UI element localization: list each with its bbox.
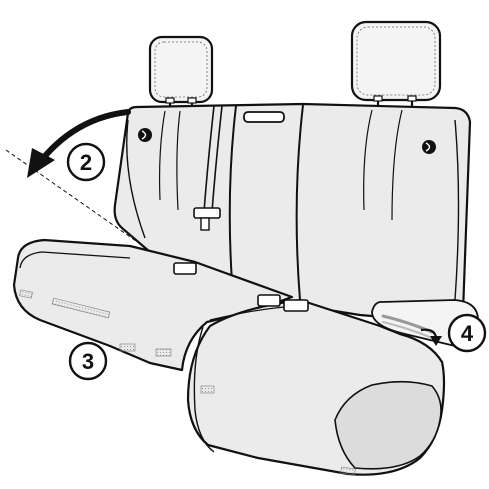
fold-guide-line xyxy=(5,149,147,249)
left-headrest xyxy=(148,35,214,112)
right-seat-cushion xyxy=(186,294,446,476)
left-release-button xyxy=(138,128,152,142)
right-release-button xyxy=(422,140,436,154)
step-2-label: 2 xyxy=(80,150,92,175)
lift-arrow xyxy=(420,328,442,346)
step-3-label: 3 xyxy=(82,349,94,374)
step-4-label: 4 xyxy=(461,321,474,346)
left-seat-cushion xyxy=(12,238,294,372)
step-3-marker: 3 xyxy=(68,341,108,381)
fold-down-arrow xyxy=(27,109,131,178)
step-2-marker: 2 xyxy=(66,142,106,182)
right-headrest xyxy=(350,20,442,110)
step-4-marker: 4 xyxy=(447,313,487,353)
